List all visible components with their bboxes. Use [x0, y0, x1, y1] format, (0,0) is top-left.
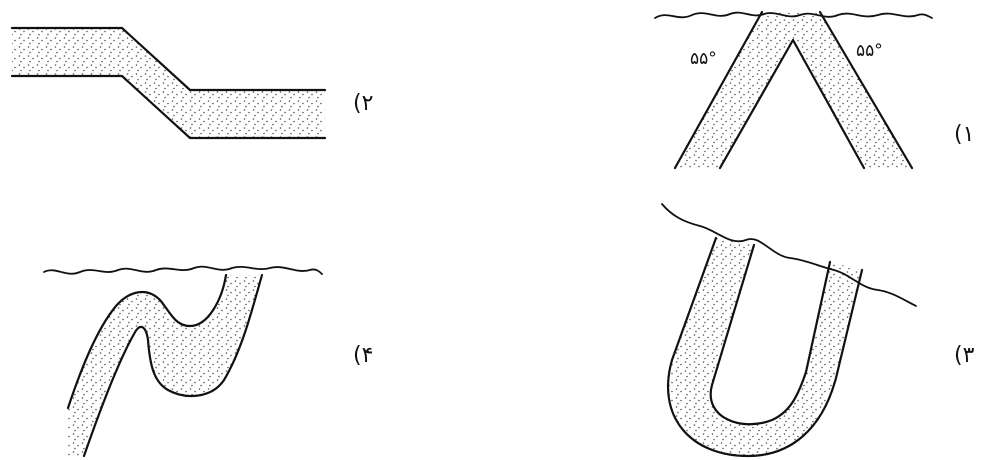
option-1-anticline: ۵۵° ۵۵°	[655, 12, 932, 168]
option-1-angle-label-left: ۵۵°	[690, 49, 717, 69]
option-label-3: (۳	[954, 343, 975, 368]
option-2-stippled-layer	[12, 28, 325, 138]
option-label-1: (۱	[954, 122, 974, 147]
option-3-u-fold	[662, 204, 916, 456]
option-1-stippled-layer	[675, 12, 912, 168]
option-label-4: (۴	[353, 343, 373, 368]
option-2-monocline	[12, 28, 325, 138]
option-1-angle-label-right: ۵۵°	[856, 41, 883, 61]
option-4-ground-surface	[44, 267, 322, 274]
option-4-overturned-fold	[44, 267, 322, 456]
option-label-2: (۲	[353, 91, 373, 116]
